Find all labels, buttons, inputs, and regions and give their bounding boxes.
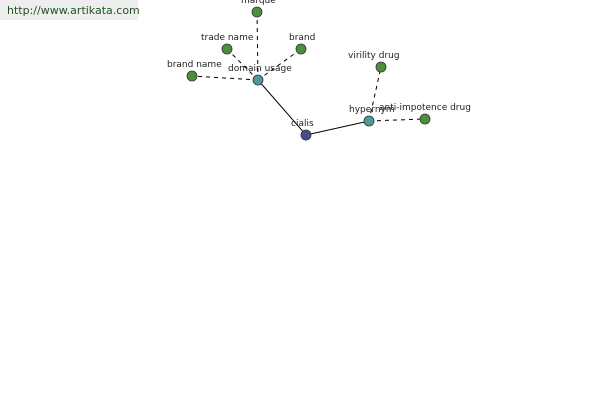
node-dot-trade-name[interactable] <box>221 43 233 55</box>
node-brand-name[interactable]: brand name <box>167 60 222 82</box>
node-dot-cialis[interactable] <box>300 129 312 141</box>
node-dot-marque[interactable] <box>251 6 263 18</box>
node-label-anti-impotence-drug[interactable]: anti-impotence drug <box>379 103 471 113</box>
node-brand[interactable]: brand <box>289 33 315 55</box>
node-label-trade-name[interactable]: trade name <box>201 33 254 43</box>
watermark-link[interactable]: http://www.artikata.com <box>0 0 140 20</box>
node-dot-brand-name[interactable] <box>186 70 198 82</box>
edge-domain-usage-to-brand <box>257 48 302 81</box>
node-label-brand[interactable]: brand <box>289 33 315 43</box>
edge-hypernym-to-virility-drug <box>368 66 382 122</box>
edge-cialis-to-domain-usage <box>257 79 307 136</box>
edges-layer <box>191 11 426 136</box>
node-dot-brand[interactable] <box>295 43 307 55</box>
node-domain-usage[interactable]: domain usage <box>228 64 292 86</box>
edge-cialis-to-hypernym <box>305 120 370 136</box>
node-hypernym[interactable]: hypernym <box>349 105 395 127</box>
node-label-hypernym[interactable]: hypernym <box>349 105 395 115</box>
node-marque[interactable]: marque <box>241 0 276 18</box>
node-label-marque[interactable]: marque <box>241 0 276 6</box>
nodes-layer: cialis domain usage hypernym marque trade na… <box>167 0 471 141</box>
node-trade-name[interactable]: trade name <box>201 33 254 55</box>
node-virility-drug[interactable]: virility drug <box>348 51 400 73</box>
edge-domain-usage-to-brand-name <box>191 75 259 81</box>
edge-domain-usage-to-marque <box>256 11 259 81</box>
node-anti-impotence-drug[interactable]: anti-impotence drug <box>379 103 471 125</box>
node-dot-virility-drug[interactable] <box>375 61 387 73</box>
node-cialis[interactable]: cialis <box>291 119 314 141</box>
node-label-virility-drug[interactable]: virility drug <box>348 51 400 61</box>
node-dot-domain-usage[interactable] <box>252 74 264 86</box>
node-dot-anti-impotence-drug[interactable] <box>419 113 431 125</box>
node-label-cialis[interactable]: cialis <box>291 119 314 129</box>
node-label-domain-usage[interactable]: domain usage <box>228 64 292 74</box>
node-dot-hypernym[interactable] <box>363 115 375 127</box>
edge-hypernym-to-anti-impotence-drug <box>368 118 426 122</box>
node-label-brand-name[interactable]: brand name <box>167 60 222 70</box>
